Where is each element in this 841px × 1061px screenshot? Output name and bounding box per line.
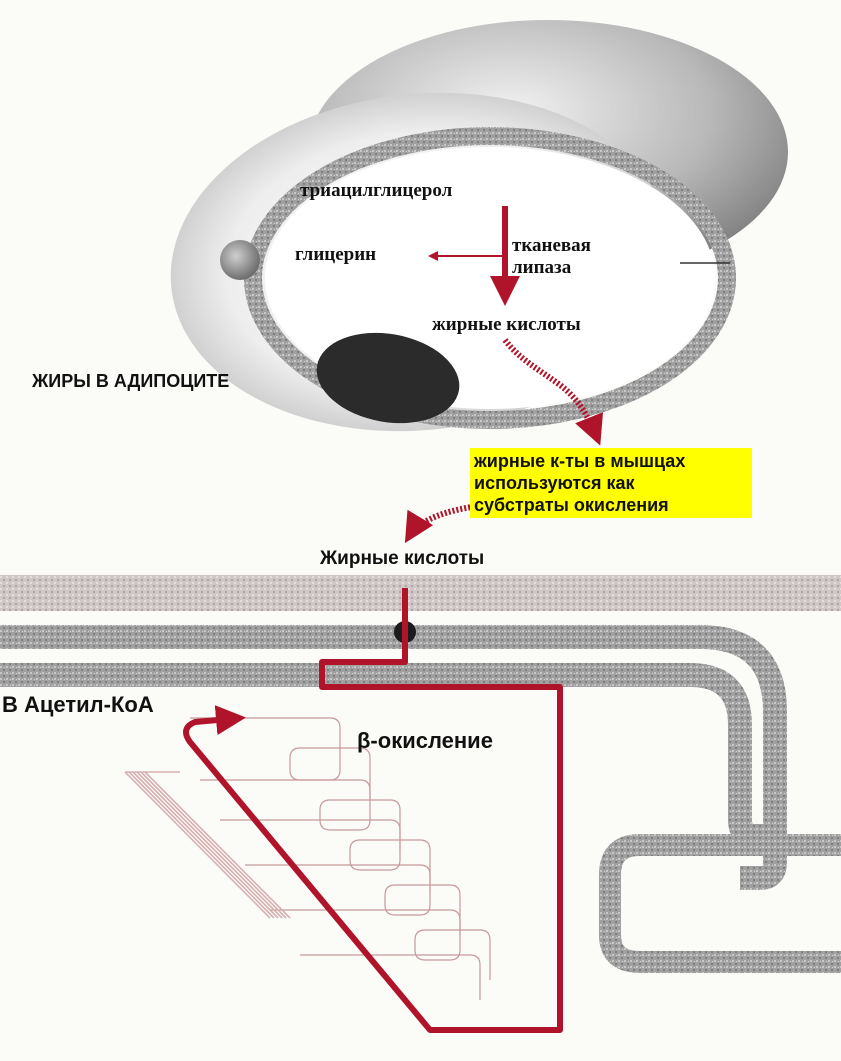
lipase-label-line1: тканевая [512, 235, 591, 256]
acetyl-coa-stubs [124, 771, 291, 919]
spiral-turn [200, 779, 401, 850]
fatty-acids-muscle-label: Жирные кислоты [320, 548, 485, 569]
adipocyte-cell [170, 20, 788, 432]
cristae-fold [599, 834, 841, 973]
cell-membrane [244, 127, 736, 429]
muscle-cell [0, 575, 841, 973]
nucleus-side-dot [220, 240, 260, 280]
glycerol-label: глицерин [295, 244, 377, 265]
triacylglycerol-label: триацилглицерол [300, 180, 453, 201]
spiral-turn [245, 864, 461, 935]
outer-mitochondrial-membrane [0, 625, 787, 890]
lipid-droplet [316, 332, 460, 424]
plasma-membrane [0, 575, 841, 611]
adipocyte-title: ЖИРЫ В АДИПОЦИТЕ [32, 371, 230, 391]
fa-entry-line [183, 588, 563, 1033]
stub-line [128, 771, 275, 919]
stub-line [144, 771, 291, 919]
spiral-turn [270, 909, 491, 980]
oxidation-note-box: жирные к-ты в мышцах используются как су… [470, 448, 752, 518]
spiral-turn [220, 819, 431, 890]
beta-oxidation-label: β-окисление [357, 728, 493, 753]
stub-line [124, 771, 271, 919]
fa-transport-path [404, 503, 479, 544]
fatty-acid-route [183, 588, 563, 1033]
note-line: субстраты окисления [474, 495, 669, 515]
stub-line [140, 771, 287, 919]
note-line: используются как [474, 473, 635, 493]
lipolysis-pathway [428, 206, 520, 306]
stub-line [132, 771, 279, 919]
fatty-acids-adipocyte-label: жирные кислоты [432, 314, 581, 335]
note-line: жирные к-ты в мышцах [474, 451, 686, 471]
lipase-label-line2: липаза [512, 257, 572, 278]
spiral-turn [300, 954, 481, 1000]
fa-export-path [502, 338, 604, 446]
spiral-turn [190, 717, 371, 800]
acetyl-coa-label: В Ацетил-КоА [2, 692, 154, 717]
beta-oxidation-spiral [190, 717, 491, 1000]
stub-line [136, 771, 283, 919]
